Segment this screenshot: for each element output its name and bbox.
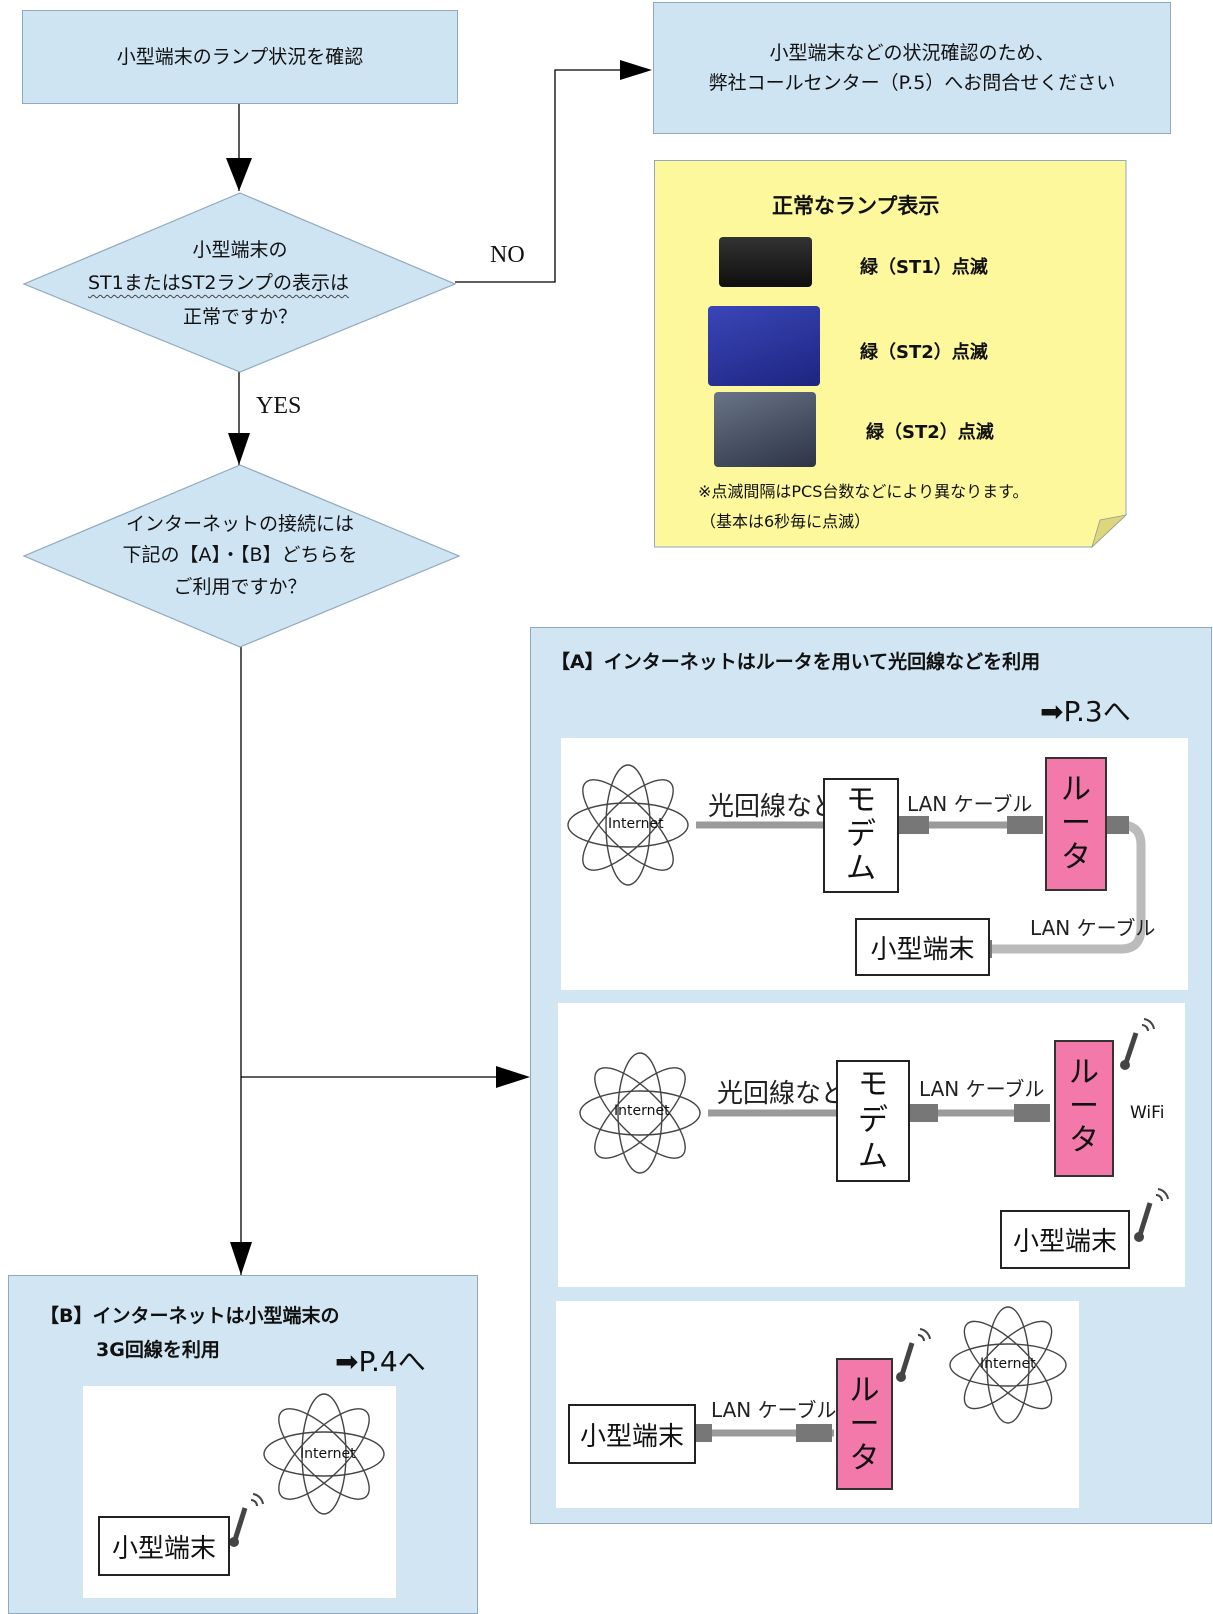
a1-line-label: 光回線など <box>708 792 839 822</box>
a3-router-box: ル ー タ <box>836 1358 893 1490</box>
arrowhead-down-1 <box>226 158 252 191</box>
note-row-1: 緑（ST1）点滅 <box>860 257 988 278</box>
wifi-antenna-icon <box>1134 1188 1169 1242</box>
a1-router-box: ル ー タ <box>1045 757 1107 891</box>
start-box: 小型端末のランプ状況を確認 <box>22 10 458 104</box>
a1-terminal-box: 小型端末 <box>855 918 990 976</box>
device-st2-gray-image <box>714 392 816 467</box>
contact-line1: 小型端末などの状況確認のため、 <box>769 42 1055 64</box>
a3-lan-label: LAN ケーブル <box>711 1398 837 1422</box>
decision1-line1: 小型端末の <box>192 239 288 261</box>
section-b-title-line1: 【B】インターネットは小型端末の <box>40 1305 340 1327</box>
arrowhead-down-2 <box>228 433 250 465</box>
a2-router-char-2: ー <box>1069 1089 1099 1124</box>
note-row-3: 緑（ST2）点滅 <box>866 422 994 443</box>
a2-internet-label: Internet <box>614 1103 670 1119</box>
a1-modem-char-2: デ <box>846 817 876 852</box>
a1-lan-label-1: LAN ケーブル <box>907 792 1033 816</box>
a2-line-label: 光回線など <box>717 1079 848 1109</box>
a3-router-char-1: ル <box>849 1373 880 1408</box>
note-row-2: 緑（ST2）点滅 <box>860 342 988 363</box>
a2-terminal-box: 小型端末 <box>1000 1210 1130 1269</box>
a-diagram-1-cables <box>567 764 1146 958</box>
device-st2-blue-image <box>708 306 820 386</box>
a1-internet-label: Internet <box>608 816 664 832</box>
a1-modem-char-1: モ <box>846 783 876 818</box>
decision1-shape <box>22 192 457 373</box>
a2-modem-char-2: デ <box>858 1103 888 1138</box>
decision1-line3-text: 正常ですか？ <box>182 306 297 328</box>
a2-wifi-label: WiFi <box>1130 1103 1165 1123</box>
arrowhead-right-no <box>620 60 652 80</box>
section-a-page-ref[interactable]: ➡P.3へ <box>1040 695 1131 728</box>
note-footnote-2: （基本は6秒毎に点滅） <box>700 512 871 531</box>
b-terminal-box: 小型端末 <box>98 1516 230 1576</box>
note-title: 正常なランプ表示 <box>772 194 940 218</box>
a1-router-char-3: タ <box>1061 840 1091 875</box>
contact-line2: 弊社コールセンター（P.5）へお問合せください <box>708 72 1116 94</box>
internet-globe-icon <box>579 1052 701 1174</box>
b-diagram-graphics <box>229 1393 385 1547</box>
device-st1-image <box>719 237 812 287</box>
a2-modem-box: モ デ ム <box>836 1060 910 1182</box>
start-box-text: 小型端末のランプ状況を確認 <box>116 46 364 68</box>
internet-globe-icon <box>263 1393 385 1515</box>
a3-router-char-3: タ <box>849 1441 880 1476</box>
decision1-line2: ST1またはST2ランプの表示は <box>88 272 349 294</box>
arrowhead-right-a <box>496 1066 530 1088</box>
internet-globe-icon <box>949 1306 1067 1424</box>
decision2-shape <box>22 464 461 648</box>
a2-router-box: ル ー タ <box>1054 1040 1114 1177</box>
connector-no-branch <box>455 69 630 283</box>
a-diagram-2-cables <box>579 1018 1169 1242</box>
section-b-page-ref[interactable]: ➡P.4へ <box>335 1345 426 1378</box>
a2-modem-char-1: モ <box>858 1067 888 1102</box>
label-no: NO <box>490 242 525 268</box>
a1-lan-label-2: LAN ケーブル <box>1030 916 1156 940</box>
decision2-line2: 下記の【A】・【B】どちらを <box>122 544 358 566</box>
a2-router-char-1: ル <box>1069 1055 1099 1090</box>
a1-modem-box: モ デ ム <box>823 778 899 893</box>
a3-terminal-box: 小型端末 <box>568 1404 696 1464</box>
a1-router-char-1: ル <box>1061 772 1091 807</box>
wifi-antenna-icon <box>896 1328 931 1382</box>
section-b-title-line2: 3G回線を利用 <box>96 1339 220 1361</box>
decision1-line3: 正常ですか？ <box>0 302 480 329</box>
b-internet-label: Internet <box>300 1446 356 1462</box>
a2-lan-label: LAN ケーブル <box>919 1077 1045 1101</box>
a3-internet-label: Internet <box>980 1356 1036 1372</box>
arrowhead-down-b <box>230 1242 252 1275</box>
wifi-antenna-icon <box>229 1493 264 1547</box>
note-footnote-1: ※点滅間隔はPCS台数などにより異なります。 <box>698 482 1029 501</box>
label-yes: YES <box>256 393 302 419</box>
contact-box: 小型端末などの状況確認のため、 弊社コールセンター（P.5）へお問合せください <box>653 2 1171 134</box>
a1-router-char-2: ー <box>1061 806 1091 841</box>
a3-router-char-2: ー <box>849 1407 880 1442</box>
a2-router-char-3: タ <box>1069 1123 1099 1158</box>
a2-modem-char-3: ム <box>858 1139 888 1174</box>
internet-globe-icon <box>567 764 689 886</box>
decision2-line1: インターネットの接続には <box>125 513 354 535</box>
decision2-line3: ご利用ですか？ <box>173 576 307 598</box>
section-a-title: 【A】インターネットはルータを用いて光回線などを利用 <box>551 651 1041 673</box>
wifi-antenna-icon <box>1120 1018 1155 1070</box>
a1-modem-char-3: ム <box>846 851 876 886</box>
